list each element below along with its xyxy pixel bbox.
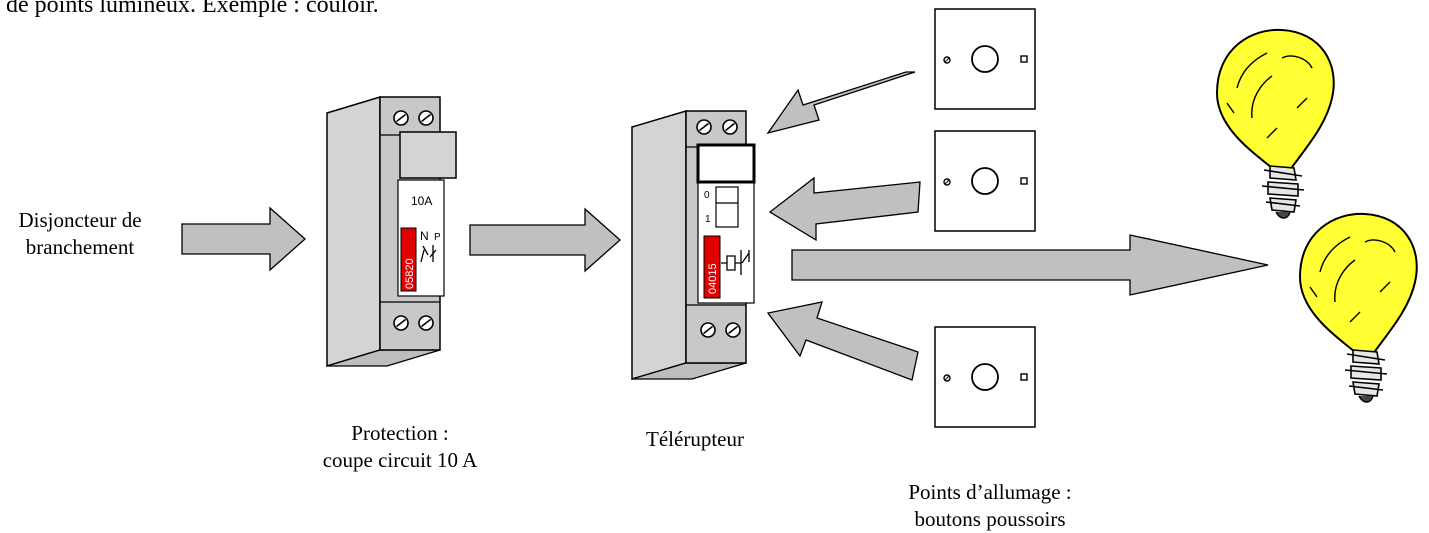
header-text: de points lumineux. Exemple : couloir.	[6, 0, 379, 18]
main-breaker-label: Disjoncteur de branchement	[0, 207, 160, 261]
screw-icon	[722, 119, 738, 135]
arrow-icon	[766, 71, 916, 135]
fuse-holder-device: 05820 10A N P	[326, 95, 457, 368]
protection-label-line2: coupe circuit 10 A	[322, 448, 478, 472]
arrow-icon	[469, 207, 621, 273]
arrow-icon	[791, 234, 1269, 296]
light-bulb-icon	[1299, 212, 1418, 403]
screw-icon	[418, 110, 434, 126]
relay-mark-on: 1	[705, 214, 711, 225]
main-breaker-label-line2: branchement	[25, 235, 135, 259]
arrow-icon	[181, 206, 306, 272]
breaker-rating: 10A	[411, 194, 432, 208]
terminal-p: P	[434, 232, 441, 243]
relay-ref: 04015	[707, 263, 719, 294]
relay-label: Télérupteur	[646, 427, 744, 451]
screw-icon	[725, 322, 741, 338]
screw-icon	[696, 119, 712, 135]
push-button-icon	[934, 326, 1036, 428]
screw-icon	[393, 315, 409, 331]
main-breaker-label-line1: Disjoncteur de	[18, 208, 142, 232]
arrow-icon	[766, 301, 919, 381]
push-button-icon	[934, 8, 1036, 110]
push-button-icon	[934, 130, 1036, 232]
protection-label-line1: Protection :	[351, 421, 449, 445]
switch-points-label-line1: Points d’allumage :	[908, 480, 1072, 504]
screw-icon	[700, 322, 716, 338]
arrow-icon	[768, 176, 921, 242]
light-bulb-icon	[1216, 28, 1335, 219]
switch-points-label-line2: boutons poussoirs	[914, 507, 1066, 531]
screw-icon	[393, 110, 409, 126]
relay-mark-off: 0	[704, 190, 710, 201]
screw-icon	[418, 315, 434, 331]
terminal-n: N	[420, 229, 429, 243]
breaker-ref: 05820	[404, 258, 416, 289]
protection-label: Protection : coupe circuit 10 A	[285, 420, 515, 474]
switch-points-label: Points d’allumage : boutons poussoirs	[880, 479, 1100, 533]
remote-switch-device: 0 1 04015	[631, 109, 756, 381]
